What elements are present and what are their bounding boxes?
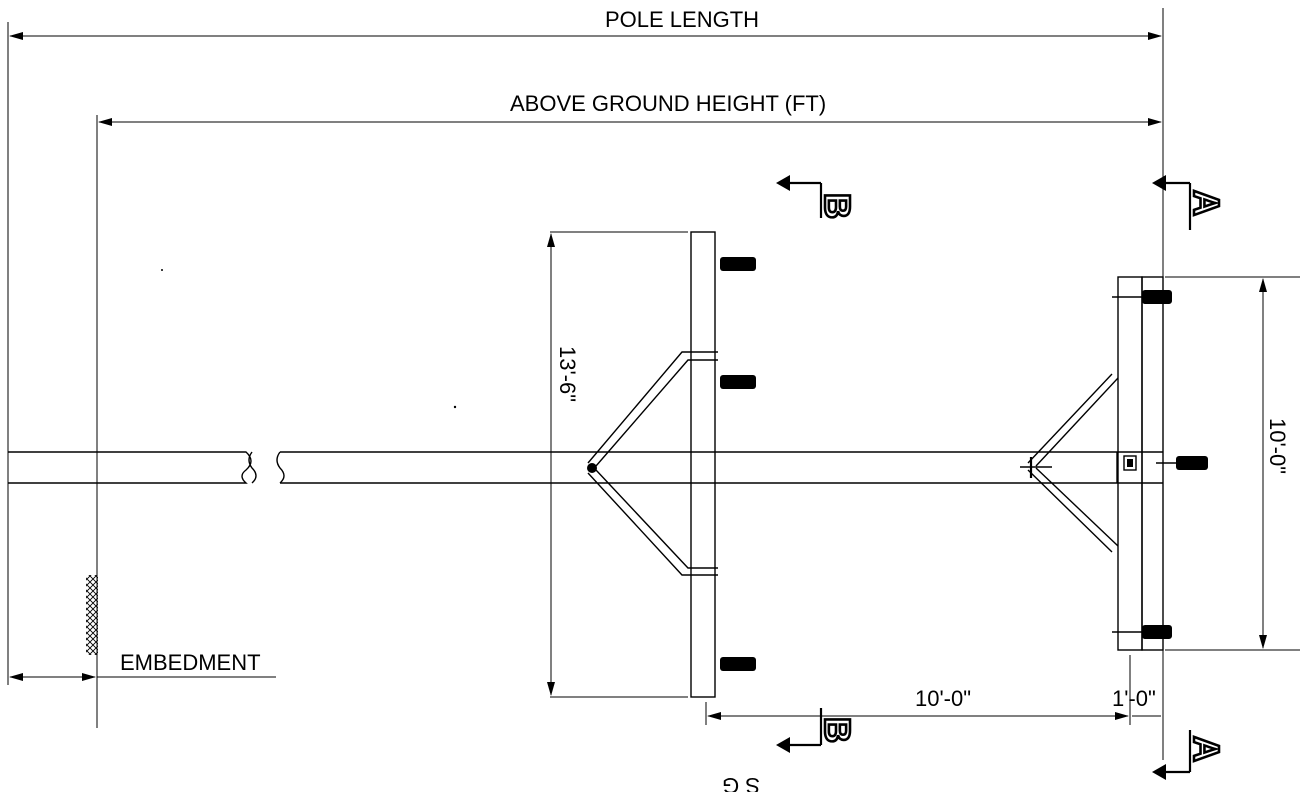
insulator-icon [1156, 456, 1208, 470]
embedment-label: EMBEDMENT [120, 650, 261, 675]
arm-spacing-label: 10'-0" [915, 686, 971, 711]
section-mark-a-bottom: A [1152, 730, 1228, 780]
crossarm-b-length-label: 13'-6" [555, 346, 580, 402]
crossarm-b-length-dimension: 13'-6" [547, 231, 688, 698]
section-a-top-label: A [1186, 190, 1227, 216]
crossarm-b [587, 231, 756, 698]
pole-length-dimension: POLE LENGTH [7, 7, 1164, 760]
insulator-icon [720, 257, 756, 271]
section-arrow-icon [788, 708, 823, 747]
section-b-top-label: B [817, 193, 858, 219]
section-mark-a-top: A [1152, 175, 1228, 230]
above-ground-height-label: ABOVE GROUND HEIGHT (FT) [510, 91, 826, 116]
above-ground-height-dimension: ABOVE GROUND HEIGHT (FT) [96, 91, 1162, 728]
insulator-icon [1112, 625, 1172, 639]
insulator-icon [720, 657, 756, 671]
crossarm-a [1020, 276, 1208, 651]
section-a-bottom-label: A [1186, 736, 1227, 762]
insulator-icon [720, 375, 756, 389]
section-mark-b-top: B [776, 175, 859, 220]
section-mark-b-bottom: B [776, 708, 859, 753]
cut-off-text: S G [722, 773, 760, 792]
embedment-dimension: EMBEDMENT [9, 650, 276, 681]
pole-length-label: POLE LENGTH [605, 7, 759, 32]
section-arrow-icon [788, 181, 823, 218]
crossarm-a-length-label: 10'-0" [1265, 418, 1290, 474]
crossarm-a-length-dimension: 10'-0" [1165, 276, 1300, 651]
bolt-plate-icon [1123, 455, 1137, 471]
top-offset-dimension: 1'-0" [1112, 686, 1161, 717]
arm-spacing-dimension: 10'-0" [705, 655, 1131, 725]
hatch-ground-icon [86, 575, 98, 655]
section-arrow-icon [1165, 730, 1192, 774]
section-b-bottom-label: B [817, 717, 858, 743]
insulator-icon [1112, 290, 1172, 304]
pole [8, 451, 1163, 484]
section-arrow-icon [1165, 181, 1192, 230]
top-offset-label: 1'-0" [1112, 686, 1156, 711]
